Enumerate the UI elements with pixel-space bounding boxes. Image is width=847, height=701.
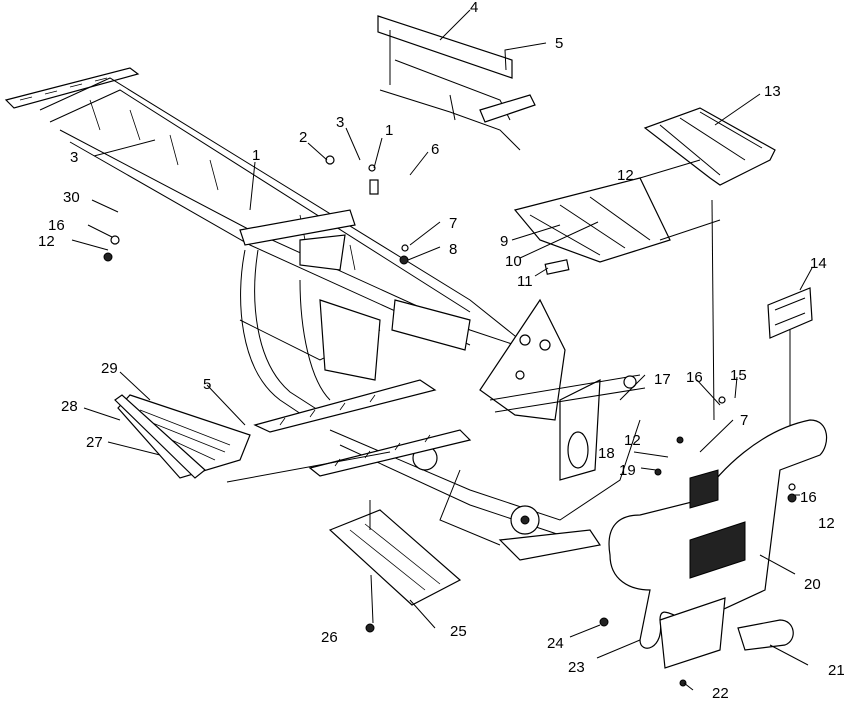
callout-28: 28	[61, 398, 78, 415]
callout-17: 17	[654, 371, 671, 388]
front-skid-plate	[114, 394, 251, 479]
callout-16: 16	[48, 217, 65, 234]
callout-27: 27	[86, 434, 103, 451]
callout-2: 2	[299, 129, 307, 146]
callout-5: 5	[203, 376, 211, 393]
callout-21: 21	[828, 662, 845, 679]
callout-7: 7	[740, 412, 748, 429]
callout-16: 16	[686, 369, 703, 386]
callout-20: 20	[804, 576, 821, 593]
callout-labels: 1 1 2 3 3 4 5 5 6 7 7 8 9 10 11 12 12 12…	[38, 0, 845, 701]
callout-6: 6	[431, 141, 439, 158]
main-frame	[4, 67, 646, 561]
callout-12: 12	[624, 432, 641, 449]
leader-lines	[71, 9, 813, 691]
callout-18: 18	[598, 445, 615, 462]
callout-5: 5	[555, 35, 563, 52]
callout-10: 10	[505, 253, 522, 270]
callout-1: 1	[385, 122, 393, 139]
callout-24: 24	[547, 635, 564, 652]
callout-1: 1	[252, 147, 260, 164]
callout-26: 26	[321, 629, 338, 646]
callout-30: 30	[63, 189, 80, 206]
part-11-label-plate	[544, 259, 570, 275]
rear-bumper	[608, 419, 828, 669]
callout-15: 15	[730, 367, 747, 384]
callout-12: 12	[818, 515, 835, 532]
callout-12: 12	[38, 233, 55, 250]
callout-8: 8	[449, 241, 457, 258]
callout-4: 4	[470, 0, 478, 16]
callout-3: 3	[336, 114, 344, 131]
callout-9: 9	[500, 233, 508, 250]
callout-7: 7	[449, 215, 457, 232]
center-skid-plate	[328, 509, 462, 606]
callout-23: 23	[568, 659, 585, 676]
callout-25: 25	[450, 623, 467, 640]
callout-19: 19	[619, 462, 636, 479]
callout-3: 3	[70, 149, 78, 166]
callout-29: 29	[101, 360, 118, 377]
callout-16: 16	[800, 489, 817, 506]
rear-rack	[513, 107, 776, 263]
callout-22: 22	[712, 685, 729, 701]
top-inset-rack-section	[377, 15, 536, 151]
callout-11: 11	[517, 273, 533, 290]
hardware-fasteners	[103, 155, 797, 687]
callout-12: 12	[617, 167, 634, 184]
callout-13: 13	[764, 83, 781, 100]
callout-14: 14	[810, 255, 827, 272]
